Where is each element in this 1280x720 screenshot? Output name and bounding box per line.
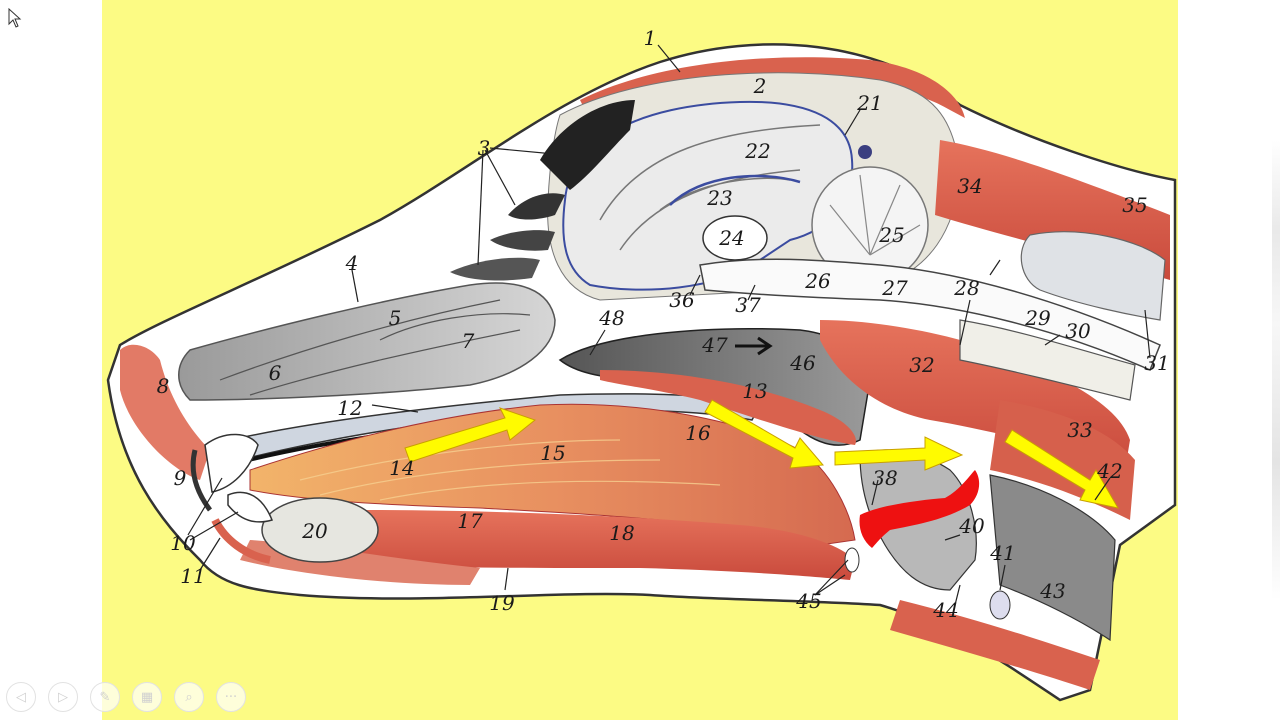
label-38: 38 [872,466,897,490]
label-14: 14 [389,456,414,480]
label-19: 19 [489,591,515,615]
lower-incisor [227,491,274,523]
soft-palate [600,370,856,445]
label-13: 13 [742,379,767,403]
label-41: 41 [989,541,1015,565]
grid-icon[interactable]: ▦ [132,682,162,712]
frontal-sinus [540,100,635,190]
label-47: 47 [701,333,728,357]
label-6: 6 [269,361,282,385]
label-45: 45 [795,589,821,613]
upper-incisor [204,433,259,493]
label-9: 9 [174,466,187,490]
label-30: 30 [1065,319,1091,343]
label-20: 20 [301,519,328,543]
label-29: 29 [1024,306,1051,330]
label-35: 35 [1122,193,1147,217]
label-12: 12 [337,396,362,420]
presentation-toolbar: ◁ ▷ ✎ ▦ ⌕ ··· [6,682,246,714]
spinal-cord [699,258,1161,372]
label-18: 18 [609,521,634,545]
nose-tip [120,344,210,480]
label-31: 31 [1144,351,1169,375]
label-5: 5 [389,306,402,330]
label-16: 16 [685,421,711,445]
arrow-2 [704,399,825,469]
prev-icon[interactable]: ◁ [6,682,36,712]
tongue [249,403,856,546]
mouse-cursor-icon [8,8,22,28]
label-15: 15 [540,441,565,465]
arrow-1 [404,407,537,463]
label-36: 36 [669,288,695,312]
label-40: 40 [958,514,985,538]
label-2: 2 [753,74,767,98]
label-23: 23 [706,186,732,210]
vertebra-30 [1020,231,1166,321]
highlight-red-shape [859,470,980,548]
label-21: 21 [856,91,882,115]
label-43: 43 [1039,579,1065,603]
pen-icon[interactable]: ✎ [90,682,120,712]
label-26: 26 [804,269,831,293]
label-27: 27 [881,276,908,300]
zoom-icon[interactable]: ⌕ [174,682,204,712]
arrow-3 [834,436,964,471]
label-22: 22 [744,139,770,163]
more-icon[interactable]: ··· [216,682,246,712]
label-34: 34 [957,174,982,198]
label-24: 24 [718,226,744,250]
label-25: 25 [878,223,904,247]
next-icon[interactable]: ▷ [48,682,78,712]
scalp-muscle [580,57,965,118]
vertebra-31 [959,319,1136,401]
label-37: 37 [735,293,761,317]
nasal-turbinates [178,282,556,401]
arrow-4 [1004,429,1119,509]
label-46: 46 [789,351,816,375]
label-44: 44 [932,598,958,622]
trachea [989,474,1116,642]
label-3: 3 [478,136,491,160]
label-32: 32 [909,353,934,377]
label-1: 1 [644,26,657,50]
airflow-arrows [404,399,1119,509]
label-11: 11 [180,564,205,588]
label-48: 48 [598,306,624,330]
label-33: 33 [1067,418,1092,442]
mandible [261,497,379,563]
label-8: 8 [157,374,170,398]
arrow-47 [735,336,773,356]
geniohyoid-muscle [360,510,855,580]
label-28: 28 [953,276,979,300]
label-4: 4 [345,251,359,275]
label-10: 10 [170,531,196,555]
label-7: 7 [462,329,475,353]
label-42: 42 [1096,459,1122,483]
label-17: 17 [457,509,483,533]
window-edge-strip [1272,140,1280,600]
